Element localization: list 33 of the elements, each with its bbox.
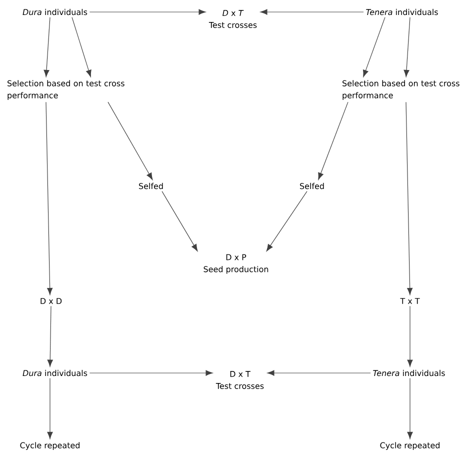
arrow — [46, 102, 53, 295]
arrow — [404, 17, 410, 77]
node-label: Dura individuals — [22, 370, 88, 376]
arrow — [267, 370, 371, 376]
node-label: Selfed — [139, 182, 163, 190]
arrow — [407, 306, 413, 367]
arrow — [406, 102, 413, 295]
node-label: D x P Seed production — [204, 254, 268, 274]
arrow — [108, 102, 153, 180]
node-label: Selfed — [300, 182, 324, 190]
node-label: D x D — [40, 298, 62, 304]
node-label: Dura individuals — [22, 8, 88, 16]
arrow — [407, 378, 413, 439]
node-label: Tenera individuals — [373, 370, 445, 376]
arrow — [89, 370, 213, 376]
arrow — [44, 17, 50, 77]
arrow — [89, 9, 206, 15]
arrow — [266, 191, 308, 252]
node-label: Selection based on test cross performance — [342, 80, 460, 100]
arrow — [363, 17, 386, 78]
arrow — [162, 191, 198, 252]
arrow — [47, 306, 53, 367]
arrow — [72, 17, 92, 78]
node-label: D x T Test crosses — [208, 10, 257, 28]
node-label: Cycle repeated — [20, 442, 80, 450]
arrow — [47, 378, 53, 439]
node-label: D x T Test crosses — [216, 371, 264, 389]
node-label: T x T — [400, 298, 420, 304]
node-label: Selection based on test cross performance — [8, 80, 124, 100]
arrow — [318, 102, 348, 180]
node-label: Tenera individuals — [366, 8, 438, 16]
arrow — [260, 9, 364, 15]
node-label: Cycle repeated — [380, 442, 440, 450]
